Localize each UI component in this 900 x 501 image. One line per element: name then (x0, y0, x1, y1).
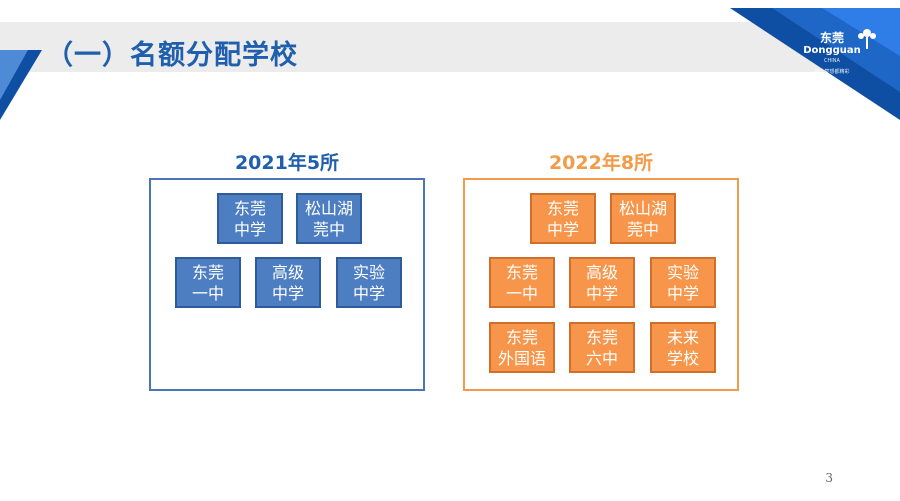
school-box: 东莞 一中 (175, 257, 241, 308)
school-box: 东莞 外国语 (489, 322, 555, 373)
panel-heading-2022: 2022年8所 (548, 152, 654, 174)
school-box: 高级 中学 (569, 257, 635, 308)
school-box: 松山湖 莞中 (610, 193, 676, 244)
city-logo: 东莞 Dongguan CHINA 每个梦想都精彩 (799, 31, 865, 78)
page-number: 3 (825, 471, 833, 485)
page-title: （一）名额分配学校 (46, 40, 298, 71)
school-box: 东莞 中学 (530, 193, 596, 244)
school-box: 东莞 中学 (217, 193, 283, 244)
panel-2022 (463, 178, 739, 391)
title-band (0, 22, 900, 72)
panel-heading-2021: 2021年5所 (234, 152, 340, 174)
logo-slogan: 每个梦想都精彩 (814, 69, 850, 75)
school-box: 未来 学校 (650, 322, 716, 373)
right-corner-decoration (730, 8, 900, 120)
flower-icon (858, 29, 876, 49)
school-box: 实验 中学 (336, 257, 402, 308)
logo-english: Dongguan (803, 45, 861, 56)
school-box: 实验 中学 (650, 257, 716, 308)
school-box: 东莞 一中 (489, 257, 555, 308)
panel-2021 (149, 178, 425, 391)
logo-chinese: 东莞 (819, 31, 844, 45)
school-box: 东莞 六中 (569, 322, 635, 373)
school-box: 高级 中学 (255, 257, 321, 308)
left-corner-accent (0, 50, 28, 100)
logo-country: CHINA (824, 58, 840, 64)
school-box: 松山湖 莞中 (296, 193, 362, 244)
